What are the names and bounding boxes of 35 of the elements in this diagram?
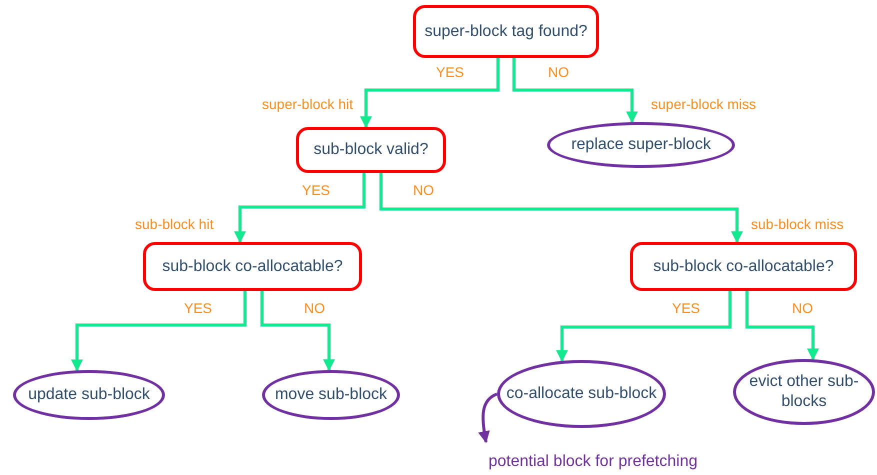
node-text: sub-block co-allocatable? bbox=[652, 256, 835, 276]
arrow bbox=[512, 58, 638, 124]
node-text: update sub-block bbox=[27, 385, 151, 405]
arrow bbox=[71, 291, 246, 372]
outcome-label: super-block hit bbox=[262, 97, 354, 111]
edge-label: NO bbox=[302, 301, 327, 315]
node-text: move sub-block bbox=[274, 385, 388, 405]
edge-label: NO bbox=[411, 183, 436, 197]
arrow bbox=[746, 291, 819, 360]
edge-label: YES bbox=[182, 301, 214, 315]
decision-box bbox=[296, 127, 446, 173]
node-text: sub-block co-allocatable? bbox=[161, 256, 344, 276]
node-text: sub-block valid? bbox=[312, 140, 430, 160]
node-text: co-allocate sub-block bbox=[505, 384, 658, 404]
node-text: evict other sub-blocks bbox=[748, 372, 860, 412]
arrow bbox=[234, 173, 366, 244]
arrow bbox=[556, 291, 732, 362]
node-text: super-block tag found? bbox=[424, 22, 588, 42]
node-text: potential block for prefetching bbox=[487, 452, 698, 472]
leader-arrow bbox=[478, 392, 498, 444]
edge-label: NO bbox=[790, 301, 815, 315]
decision-box bbox=[413, 5, 599, 58]
edge-label: YES bbox=[300, 183, 332, 197]
outcome-label: sub-block hit bbox=[135, 217, 214, 231]
outcome-label: super-block miss bbox=[651, 97, 756, 111]
node-text: replace super-block bbox=[570, 135, 712, 155]
decision-box bbox=[143, 242, 362, 291]
edge-label: YES bbox=[434, 65, 466, 79]
outcome-label: sub-block miss bbox=[751, 217, 844, 231]
edge-label: NO bbox=[546, 65, 571, 79]
arrow bbox=[380, 173, 743, 244]
arrow bbox=[360, 58, 500, 128]
edge-label: YES bbox=[670, 301, 702, 315]
decision-box bbox=[630, 242, 857, 291]
arrow bbox=[260, 291, 335, 372]
